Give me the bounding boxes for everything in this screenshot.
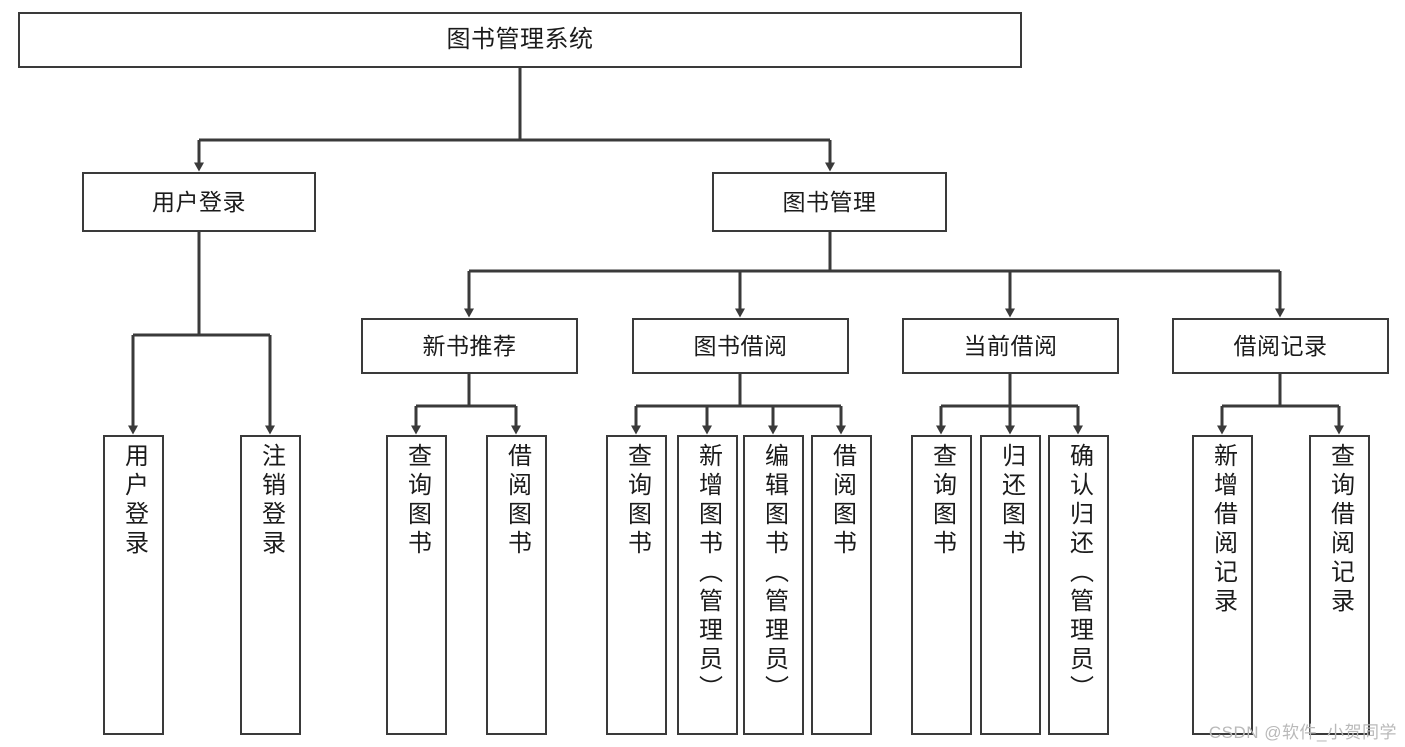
node-label: 借阅记录 — [1233, 332, 1328, 359]
leaf-user-login[interactable]: 用户登录 — [103, 435, 164, 735]
node-label: 编辑图书（管理员） — [760, 443, 788, 704]
node-user-login[interactable]: 用户登录 — [82, 172, 316, 232]
node-label: 归还图书 — [997, 443, 1025, 559]
leaf-query-book-current[interactable]: 查询图书 — [911, 435, 972, 735]
node-label: 图书借阅 — [693, 332, 788, 359]
node-label: 借阅图书 — [503, 443, 531, 559]
node-label: 查询图书 — [623, 443, 651, 559]
node-label: 查询借阅记录 — [1326, 443, 1354, 617]
node-label: 查询图书 — [403, 443, 431, 559]
leaf-add-borrow-record[interactable]: 新增借阅记录 — [1192, 435, 1253, 735]
leaf-query-book-borrow[interactable]: 查询图书 — [606, 435, 667, 735]
leaf-return-book[interactable]: 归还图书 — [980, 435, 1041, 735]
leaf-query-borrow-record[interactable]: 查询借阅记录 — [1309, 435, 1370, 735]
leaf-confirm-return-admin[interactable]: 确认归还（管理员） — [1048, 435, 1109, 735]
node-new-book-recommend[interactable]: 新书推荐 — [361, 318, 578, 374]
node-label: 确认归还（管理员） — [1065, 443, 1093, 704]
leaf-borrow-book-recommend[interactable]: 借阅图书 — [486, 435, 547, 735]
node-label: 借阅图书 — [828, 443, 856, 559]
leaf-edit-book-admin[interactable]: 编辑图书（管理员） — [743, 435, 804, 735]
node-label: 注销登录 — [257, 443, 285, 559]
node-label: 查询图书 — [928, 443, 956, 559]
leaf-query-book-recommend[interactable]: 查询图书 — [386, 435, 447, 735]
leaf-logout[interactable]: 注销登录 — [240, 435, 301, 735]
node-label: 新增图书（管理员） — [694, 443, 722, 704]
node-label: 图书管理 — [782, 188, 877, 215]
node-label: 图书管理系统 — [446, 26, 594, 54]
watermark-text: CSDN @软件_小贺同学 — [1208, 723, 1397, 742]
node-root-system[interactable]: 图书管理系统 — [18, 12, 1022, 68]
node-current-borrow[interactable]: 当前借阅 — [902, 318, 1119, 374]
node-label: 当前借阅 — [963, 332, 1058, 359]
node-label: 用户登录 — [120, 443, 148, 559]
leaf-borrow-book[interactable]: 借阅图书 — [811, 435, 872, 735]
node-label: 新增借阅记录 — [1209, 443, 1237, 617]
node-book-borrow[interactable]: 图书借阅 — [632, 318, 849, 374]
node-book-management[interactable]: 图书管理 — [712, 172, 947, 232]
node-borrow-record[interactable]: 借阅记录 — [1172, 318, 1389, 374]
node-label: 用户登录 — [152, 188, 246, 215]
node-label: 新书推荐 — [422, 332, 517, 359]
leaf-add-book-admin[interactable]: 新增图书（管理员） — [677, 435, 738, 735]
